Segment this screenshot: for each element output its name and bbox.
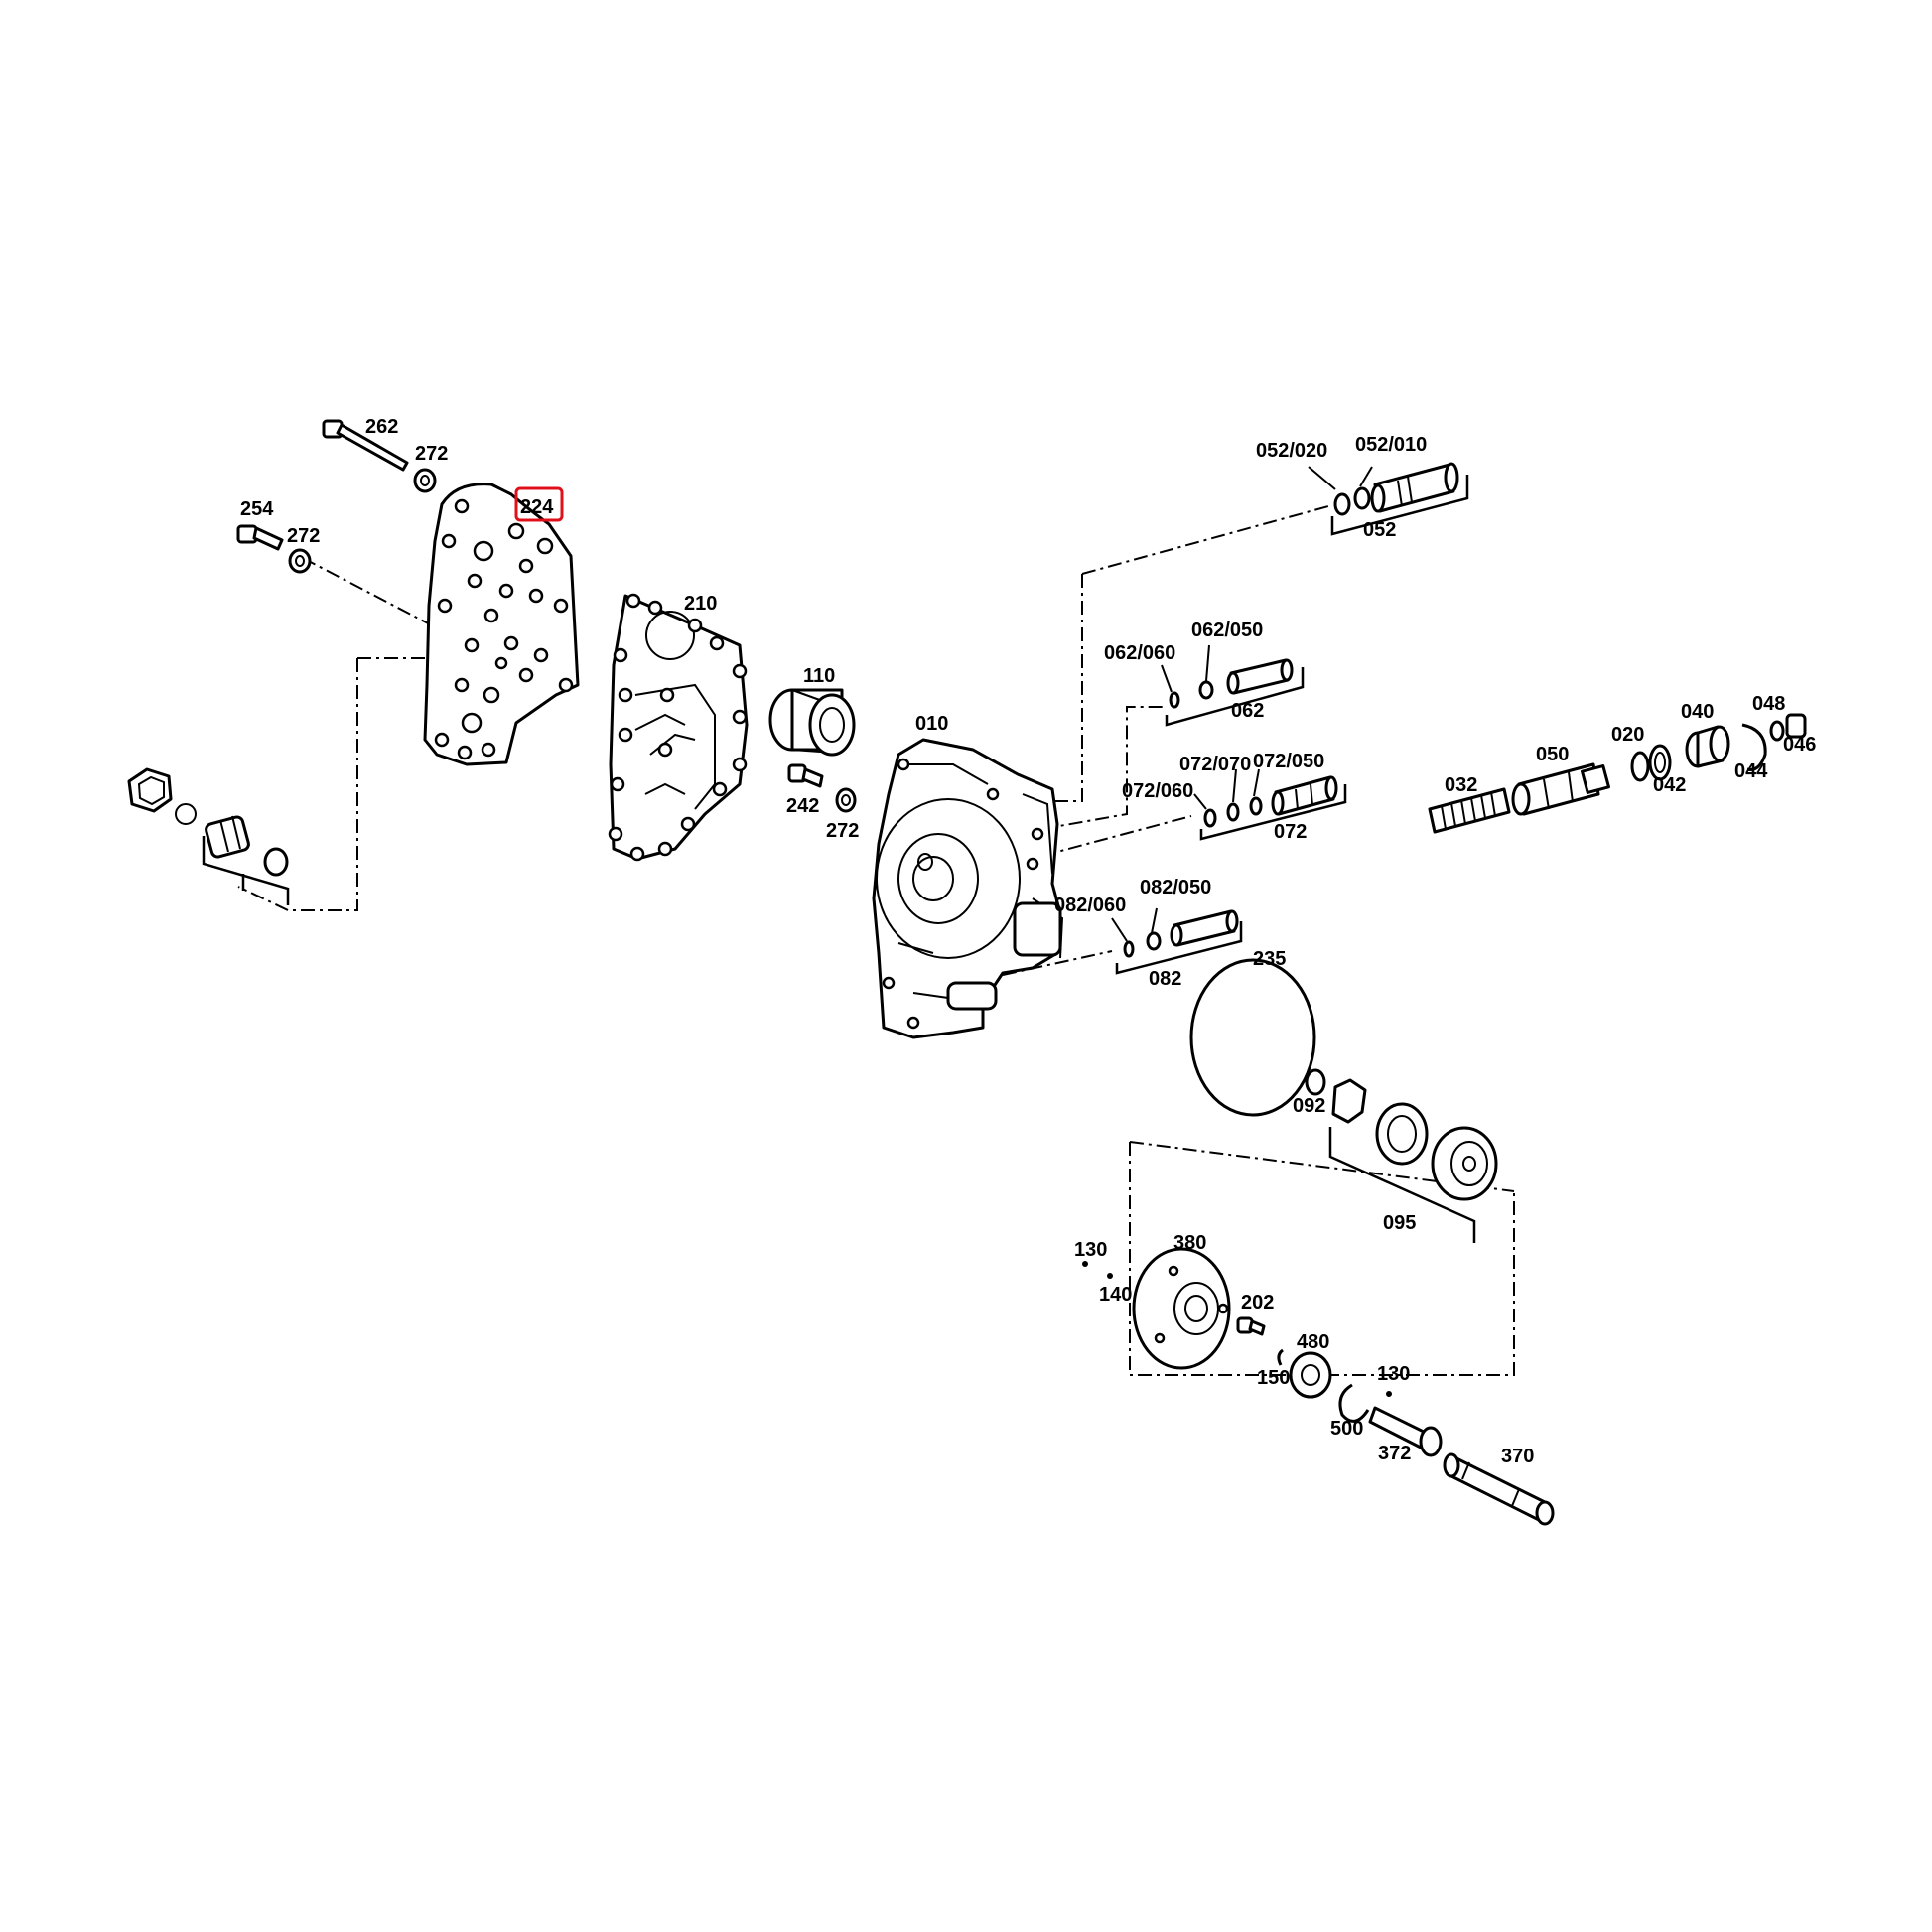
label-020[interactable]: 020	[1611, 724, 1644, 746]
label-082[interactable]: 082	[1149, 968, 1181, 990]
label-072-060[interactable]: 072/060	[1122, 780, 1193, 802]
highlight-box	[514, 486, 564, 522]
washer-272-left[interactable]	[288, 548, 312, 574]
washer-272-right[interactable]	[835, 787, 857, 813]
leader-lines	[237, 505, 1515, 1376]
label-052[interactable]: 052	[1363, 519, 1396, 541]
dot-130-a	[1082, 1261, 1088, 1267]
label-110[interactable]: 110	[803, 665, 835, 687]
spring-032[interactable]	[1428, 787, 1511, 834]
piston-050[interactable]	[1511, 762, 1610, 816]
label-040[interactable]: 040	[1681, 701, 1714, 723]
pump-cover-380[interactable]	[1132, 1247, 1231, 1370]
label-150[interactable]: 150	[1257, 1367, 1290, 1389]
label-044[interactable]: 044	[1734, 760, 1768, 782]
clip-150[interactable]	[1277, 1348, 1284, 1366]
label-050[interactable]: 050	[1536, 744, 1569, 765]
bearing-480[interactable]	[1289, 1351, 1332, 1399]
label-062[interactable]: 062	[1231, 700, 1264, 722]
circlip-044[interactable]	[1741, 723, 1767, 771]
screw-242[interactable]	[787, 763, 824, 788]
label-082-050[interactable]: 082/050	[1140, 877, 1211, 898]
part-group-062[interactable]	[1161, 644, 1305, 727]
label-370[interactable]: 370	[1501, 1446, 1534, 1467]
label-130[interactable]: 130	[1377, 1363, 1410, 1385]
washer-272-top[interactable]	[413, 468, 437, 493]
shaft-370[interactable]	[1443, 1452, 1555, 1526]
ring-020[interactable]	[1630, 751, 1650, 782]
label-062-050[interactable]: 062/050	[1191, 620, 1263, 641]
label-224[interactable]: 224	[520, 496, 554, 518]
label-272[interactable]: 272	[287, 525, 320, 547]
o-ring-235[interactable]	[1189, 958, 1316, 1117]
label-042[interactable]: 042	[1653, 774, 1686, 796]
gasket-210[interactable]	[608, 593, 749, 862]
plug-046[interactable]	[1785, 713, 1807, 739]
o-ring-small[interactable]	[175, 803, 197, 825]
cover-plate-224[interactable]	[423, 483, 580, 766]
label-130[interactable]: 130	[1074, 1239, 1107, 1261]
label-500[interactable]: 500	[1330, 1418, 1363, 1440]
screw-254[interactable]	[236, 524, 284, 551]
part-040[interactable]	[1685, 725, 1730, 768]
label-272[interactable]: 272	[415, 443, 448, 465]
fitting-group[interactable]	[127, 767, 290, 905]
ring-048[interactable]	[1769, 720, 1785, 742]
label-046[interactable]: 046	[1783, 734, 1816, 756]
part-group-072[interactable]	[1193, 768, 1347, 841]
label-380[interactable]: 380	[1173, 1232, 1206, 1254]
housing-010[interactable]	[872, 738, 1064, 1039]
label-052-010[interactable]: 052/010	[1355, 434, 1427, 456]
label-140[interactable]: 140	[1099, 1284, 1132, 1306]
circlip-500[interactable]	[1338, 1383, 1370, 1423]
label-480[interactable]: 480	[1297, 1331, 1329, 1353]
dot-130-b	[1386, 1391, 1392, 1397]
label-242[interactable]: 242	[786, 795, 819, 817]
label-072[interactable]: 072	[1274, 821, 1307, 843]
screw-202[interactable]	[1236, 1316, 1266, 1336]
label-052-020[interactable]: 052/020	[1256, 440, 1327, 462]
label-048[interactable]: 048	[1752, 693, 1785, 715]
label-202[interactable]: 202	[1241, 1292, 1274, 1313]
part-group-095[interactable]	[1305, 1068, 1498, 1243]
label-235[interactable]: 235	[1253, 948, 1286, 970]
shaft-372[interactable]	[1368, 1406, 1443, 1457]
label-262[interactable]: 262	[365, 416, 398, 438]
label-095[interactable]: 095	[1383, 1212, 1416, 1234]
screw-262[interactable]	[322, 419, 409, 472]
dot-140	[1107, 1273, 1113, 1279]
label-072-050[interactable]: 072/050	[1253, 751, 1324, 772]
label-010[interactable]: 010	[915, 713, 948, 735]
label-062-060[interactable]: 062/060	[1104, 642, 1175, 664]
label-072-070[interactable]: 072/070	[1179, 754, 1251, 775]
part-group-052[interactable]	[1308, 462, 1469, 536]
label-082-060[interactable]: 082/060	[1054, 895, 1126, 916]
label-032[interactable]: 032	[1445, 774, 1477, 796]
part-labels: 262 272 254 272 224 210 110 010 242 272 …	[240, 416, 1816, 1467]
label-272[interactable]: 272	[826, 820, 859, 842]
label-372[interactable]: 372	[1378, 1443, 1411, 1464]
label-254[interactable]: 254	[240, 498, 274, 520]
seal-ring-small[interactable]	[263, 847, 289, 877]
ring-042[interactable]	[1648, 744, 1672, 781]
filter-110[interactable]	[768, 688, 856, 757]
label-092[interactable]: 092	[1293, 1095, 1325, 1117]
part-group-082[interactable]	[1111, 907, 1243, 975]
label-210[interactable]: 210	[684, 593, 717, 615]
